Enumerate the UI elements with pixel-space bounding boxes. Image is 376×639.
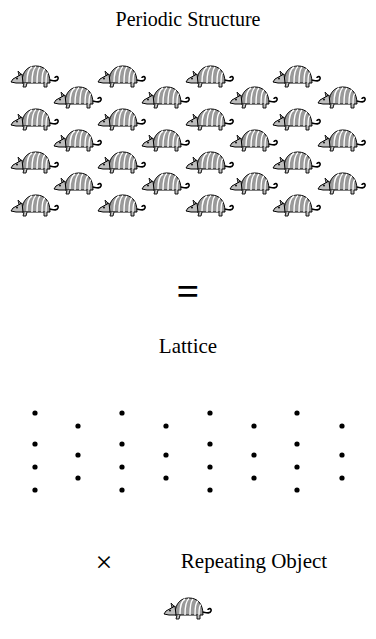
lattice-point <box>119 464 124 469</box>
armadillo-icon <box>186 195 233 216</box>
armadillo-icon <box>98 195 145 216</box>
armadillo-icon <box>318 87 365 108</box>
armadillo-icon <box>273 66 320 87</box>
lattice-point <box>32 410 37 415</box>
armadillo-icon <box>54 130 101 151</box>
lattice-point <box>207 464 212 469</box>
section-label: Lattice <box>159 335 217 358</box>
armadillo-icon <box>54 87 101 108</box>
armadillo-icon <box>164 598 211 619</box>
armadillo-icon <box>11 195 58 216</box>
armadillo-icon <box>11 152 58 173</box>
lattice-point <box>163 423 168 428</box>
armadillo-icon <box>186 66 233 87</box>
lattice-point <box>119 410 124 415</box>
section-label: Repeating Object <box>181 550 327 573</box>
armadillo-icon <box>230 130 277 151</box>
armadillo-icon <box>273 152 320 173</box>
armadillo-icon <box>142 173 189 194</box>
armadillo-icon <box>98 109 145 130</box>
lattice-point <box>207 410 212 415</box>
lattice-points <box>32 410 344 492</box>
times-sign: × <box>96 545 113 578</box>
armadillo-icon <box>11 109 58 130</box>
armadillo-icon <box>273 109 320 130</box>
lattice-point <box>251 452 256 457</box>
lattice-point <box>294 487 299 492</box>
lattice-point <box>294 464 299 469</box>
lattice-point <box>75 423 80 428</box>
lattice-point <box>163 475 168 480</box>
lattice-point <box>207 487 212 492</box>
armadillo-icon <box>273 195 320 216</box>
equals-sign: = <box>177 270 200 314</box>
lattice-point <box>339 475 344 480</box>
armadillo-icon <box>318 130 365 151</box>
armadillo-icon <box>11 66 58 87</box>
armadillo-icon <box>98 152 145 173</box>
lattice-point <box>339 423 344 428</box>
lattice-point <box>32 441 37 446</box>
lattice-point <box>75 475 80 480</box>
armadillo-icon <box>142 87 189 108</box>
lattice-point <box>339 452 344 457</box>
armadillo-icon <box>318 173 365 194</box>
armadillo-icon <box>98 66 145 87</box>
lattice-point <box>75 452 80 457</box>
title: Periodic Structure <box>116 8 261 30</box>
lattice-point <box>163 452 168 457</box>
lattice-point <box>119 487 124 492</box>
lattice-point <box>32 464 37 469</box>
armadillo-icon <box>230 173 277 194</box>
lattice-point <box>251 423 256 428</box>
armadillo-icon <box>186 152 233 173</box>
lattice-point <box>294 410 299 415</box>
lattice-point <box>119 441 124 446</box>
armadillo-icon <box>54 173 101 194</box>
armadillo-icon <box>142 130 189 151</box>
lattice-point <box>294 441 299 446</box>
periodic-structure <box>11 66 365 216</box>
lattice-point <box>32 487 37 492</box>
lattice-point <box>207 441 212 446</box>
lattice-point <box>251 475 256 480</box>
armadillo-icon <box>230 87 277 108</box>
armadillo-icon <box>186 109 233 130</box>
